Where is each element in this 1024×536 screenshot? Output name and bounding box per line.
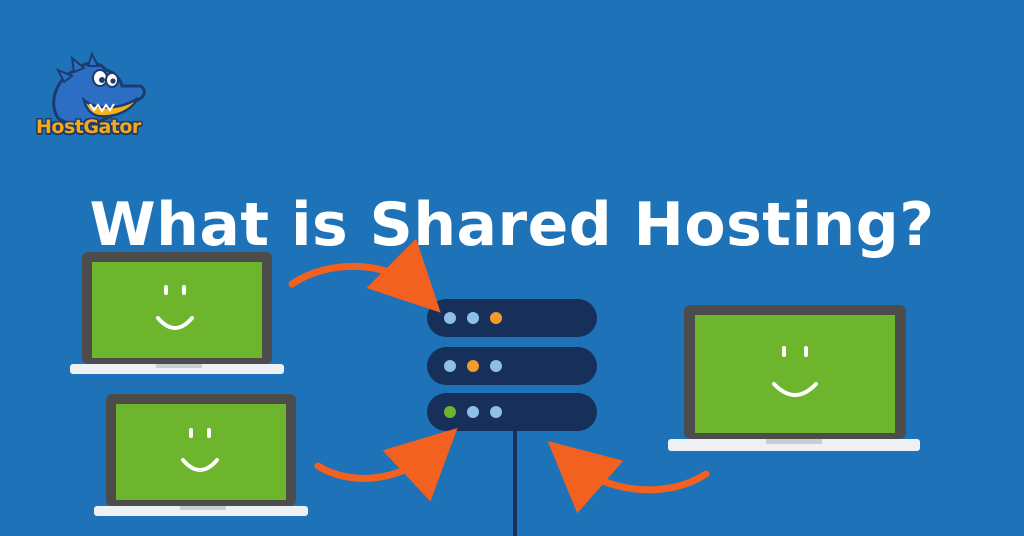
status-led [467,312,479,324]
arrow-bottom-left [314,428,458,502]
page-title: What is Shared Hosting? [89,190,935,261]
server-unit [427,393,597,431]
smiley-icon [181,428,219,472]
laptop-top-left [70,252,284,374]
status-led [444,312,456,324]
server-unit [427,299,597,337]
status-led [444,360,456,372]
status-led [490,312,502,324]
laptop-bottom-left [94,394,308,516]
status-led [490,406,502,418]
hostgator-logo-icon [52,51,146,126]
status-led [490,360,502,372]
status-led [467,360,479,372]
hostgator-wordmark: HostGator [36,116,141,138]
status-led [444,406,456,418]
arrow-right [547,440,710,514]
smiley-icon [772,346,818,397]
smiley-icon [156,285,194,330]
laptop-right [668,305,920,451]
server-unit [427,347,597,385]
arrow-top-left [288,238,441,313]
server-stack [427,299,597,536]
status-led [467,406,479,418]
